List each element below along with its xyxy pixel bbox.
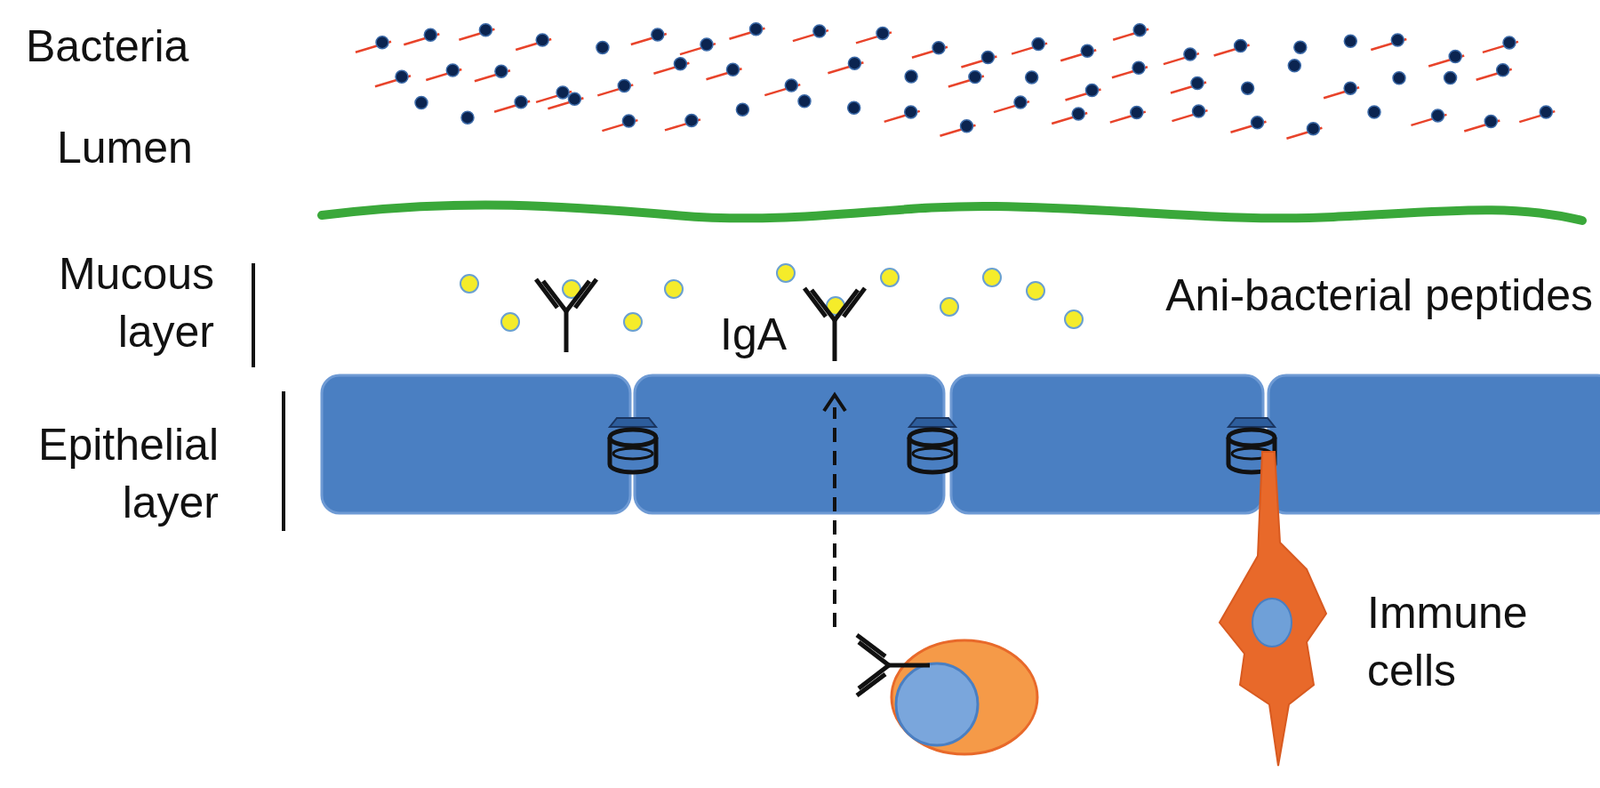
section-label: Lumen: [56, 119, 193, 177]
callout-label: Ani-bacterial peptides: [1165, 266, 1593, 325]
callout-label: IgA: [720, 305, 787, 364]
iga-antibodies: [536, 279, 865, 361]
tight-junctions: [609, 417, 1275, 472]
dendritic-cell: [1219, 451, 1327, 766]
dashed-secretion-arrow: [824, 394, 846, 627]
callout-label: Immune cells: [1367, 584, 1536, 700]
section-label: Mucous layer: [23, 245, 215, 361]
plasma-cell: [856, 634, 1038, 754]
epithelial-bracket: [281, 391, 286, 531]
section-label: Bacteria: [25, 17, 189, 76]
section-label: Epithelial layer: [7, 416, 219, 532]
bacteria-layer: [355, 23, 1555, 139]
epithelial-cells: [321, 375, 1600, 513]
mucus-boundary: [321, 204, 1583, 221]
mucous-bracket: [251, 263, 256, 368]
